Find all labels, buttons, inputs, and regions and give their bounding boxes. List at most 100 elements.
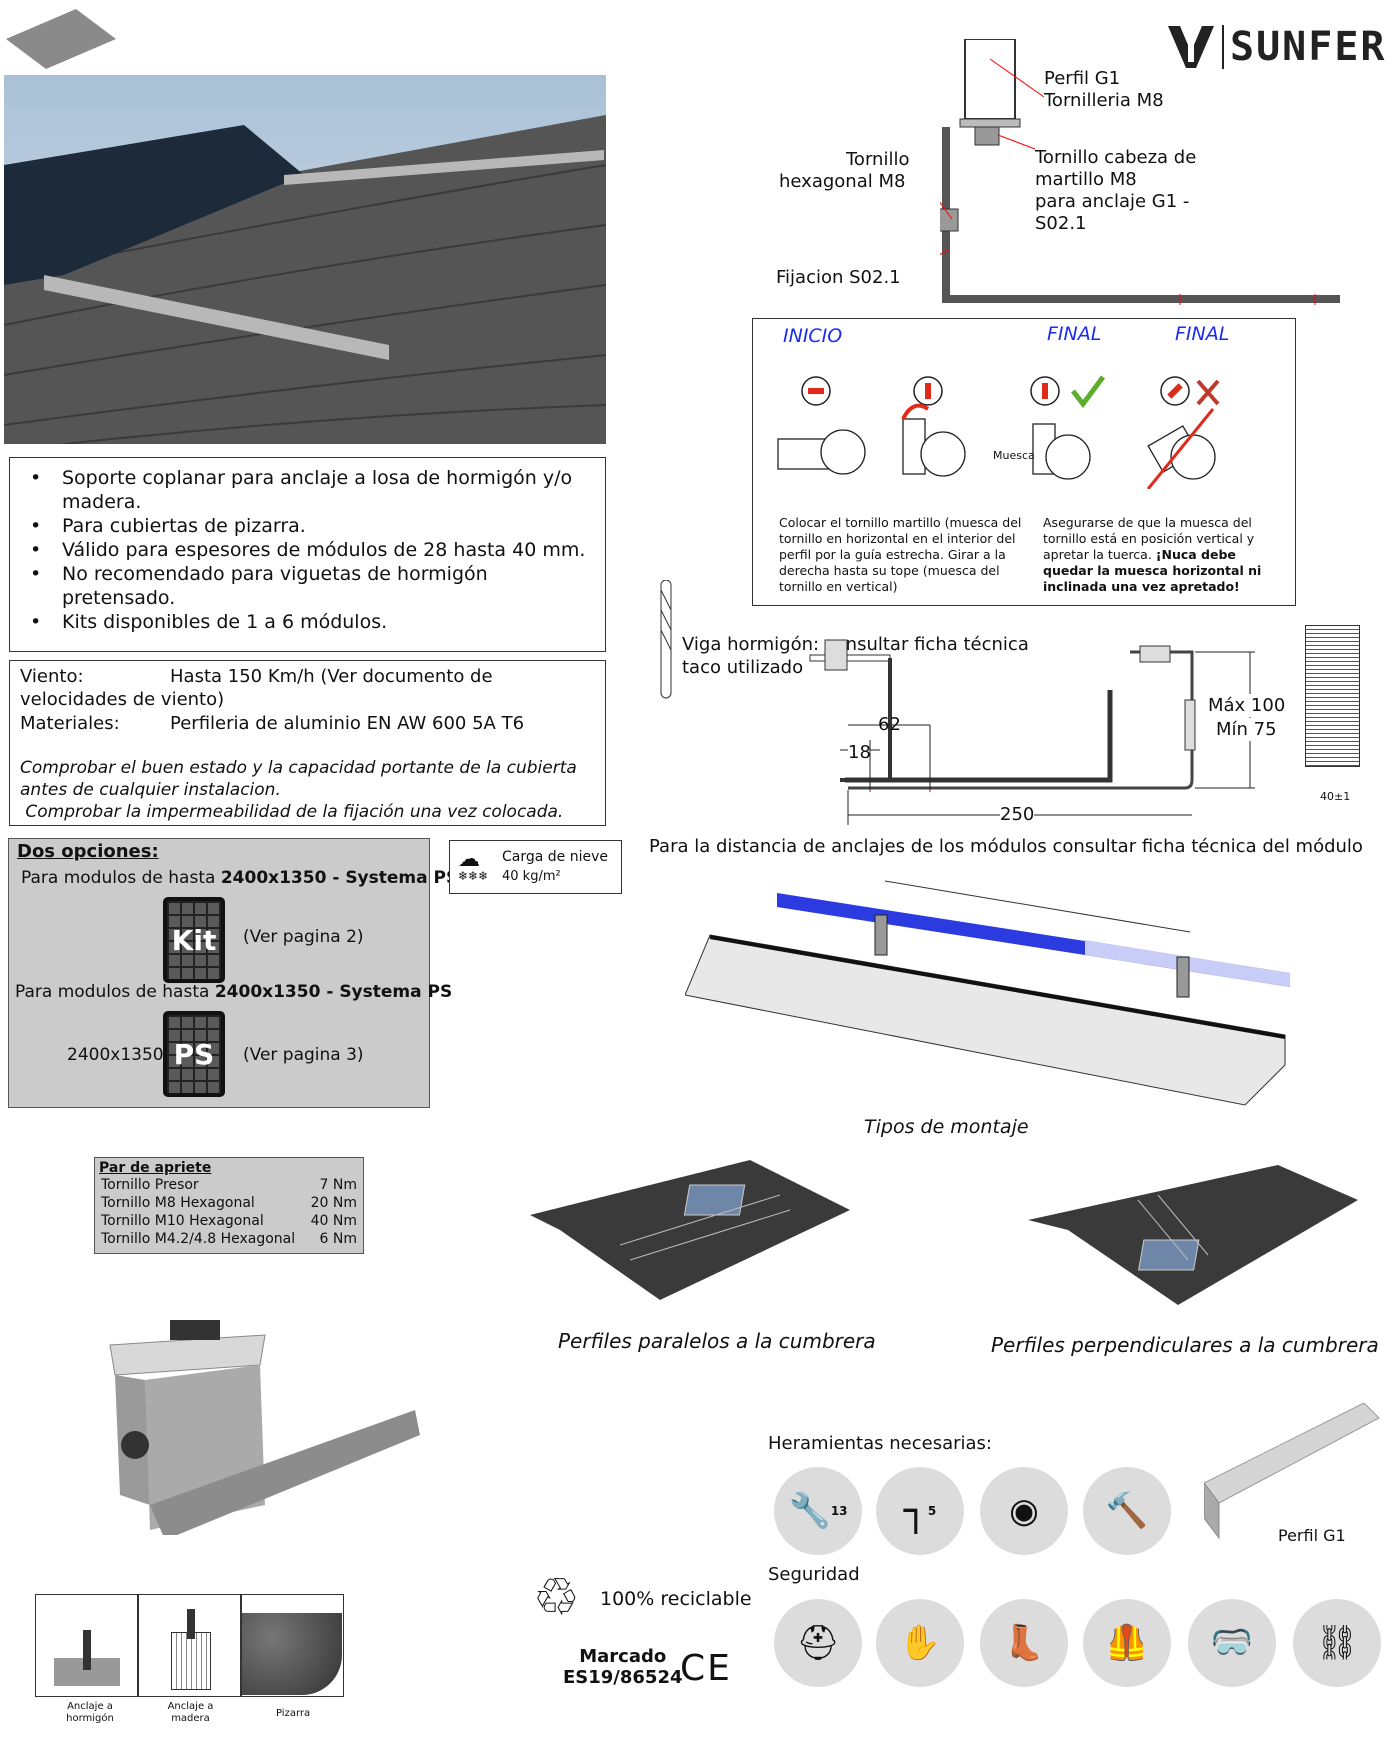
snow-value: 40 kg/m² [502,869,561,884]
snow-load-box: ☁ ❄❄❄ Carga de nieve 40 kg/m² [449,840,622,894]
perpendicular-mount-roof-image [1028,1165,1358,1305]
tape-measure-icon: ◉ [980,1467,1068,1555]
note-line-2: antes de cualquier instalacion. [20,780,281,800]
safety-goggles-icon: 🥽 [1188,1599,1276,1687]
feature-item: Kits disponibles de 1 a 6 módulos. [16,610,599,634]
note-line-1: Comprobar el buen estado y la capacidad … [20,758,577,778]
hammer-bolt-instructions: INICIO FINAL FINAL Muesca Colocar el tor… [752,318,1296,606]
drill-note-2: taco utilizado [682,657,804,678]
mounting-section-diagram [685,880,1290,1106]
wind-value: Hasta 150 Km/h (Ver documento de [170,666,493,687]
torque-value: 20 Nm [310,1195,357,1211]
torque-title: Par de apriete [99,1160,212,1176]
bracket-dimension-drawing [809,639,1113,783]
label-hammer-4: S02.1 [1035,213,1087,234]
torque-value: 6 Nm [319,1231,357,1247]
kit-label: Kit [171,923,217,957]
anchor-label-concrete: Anclaje a hormigón [66,1701,114,1724]
recycle-icon: ♲ [533,1568,580,1628]
ps-label: PS [173,1037,215,1071]
dim-max: Máx 100 [1208,694,1286,717]
bolt-orientation-icons [777,375,1220,489]
options-title: Dos opciones: [17,841,159,862]
materials-value: Perfileria de aluminio EN AW 600 5A T6 [170,713,525,734]
label-fijacion: Fijacion S02.1 [776,267,901,288]
ce-mark-logo: CE [680,1648,732,1689]
kit-panel-icon: Kit [163,897,225,983]
slate-roof-image [241,1594,344,1697]
torque-item: Tornillo Presor [101,1177,199,1193]
torque-table: Par de apriete Tornillo Presor 7 Nm Torni… [94,1157,364,1254]
distance-note: Para la distancia de anclajes de los mód… [649,836,1363,857]
label-perfil-g1: Perfil G1 [1044,68,1121,89]
table-row: Tornillo M10 Hexagonal 40 Nm [99,1212,359,1230]
materials-label: Materiales: [20,713,120,734]
anchor-label-slate: Pizarra [276,1708,311,1719]
anchor-concrete-image [35,1594,138,1697]
ps-panel-icon: PS [163,1011,225,1097]
drill-icon: 🔨 [1083,1467,1171,1555]
final-heading-wrong: FINAL [1175,323,1230,345]
helmet-icon: ⛑ [774,1599,862,1687]
torque-item: Tornillo M4.2/4.8 Hexagonal [101,1231,296,1247]
safety-title: Seguridad [768,1564,860,1585]
feature-item: No recomendado para viguetas de hormigón… [16,562,599,610]
bracket-side-drawing [840,645,1255,825]
allen-key-icon: ┐5 [876,1467,964,1555]
options-box: Dos opciones: Para modulos de hasta 2400… [8,838,458,1108]
wrench-icon: 🔧13 [774,1467,862,1555]
label-tornillo-hex-2: hexagonal M8 [779,171,906,192]
ps-size: 2400x1350 [67,1045,164,1065]
dim-18: 18 [848,742,871,763]
label-tornillo-hex-1: Tornillo [846,149,910,170]
torque-value: 40 Nm [310,1213,357,1229]
instruction-left-text: Colocar el tornillo martillo (muesca del… [779,515,1022,594]
torque-item: Tornillo M8 Hexagonal [101,1195,255,1211]
recyclable-text: 100% reciclable [600,1588,752,1610]
perfil-g1-label: Perfil G1 [1278,1526,1346,1545]
boots-icon: 👢 [980,1599,1068,1687]
label-hammer-1: Tornillo cabeza de [1035,147,1197,168]
sunfer-logo: SUNFER [1166,22,1387,72]
features-box: Soporte coplanar para anclaje a losa de … [9,457,606,652]
dim-62: 62 [878,714,901,735]
snow-label: Carga de nieve [502,849,609,865]
tools-title: Heramientas necesarias: [768,1433,992,1454]
harness-icon: ⛓ [1293,1599,1381,1687]
slate-tile-icon [6,9,116,69]
anchor-label-wood: Anclaje a madera [167,1701,214,1724]
dim-width: 40±1 [1320,790,1351,803]
feature-item: Válido para espesores de módulos de 28 h… [16,538,599,562]
torque-value: 7 Nm [319,1177,357,1193]
drill-note-1: Viga hormigón: consultar ficha técnica [682,634,1029,655]
allen-size: 5 [927,1504,937,1518]
safety-vest-icon: 🦺 [1083,1599,1171,1687]
option-2-text: Para modulos de hasta 2400x1350 - System… [15,982,453,1002]
perpendicular-caption: Perfiles perpendiculares a la cumbrera [991,1333,1379,1357]
label-hammer-2: martillo M8 [1035,169,1137,190]
instruction-right-text: Asegurarse de que la muesca del tornillo… [1043,515,1262,594]
ce-line-1: Marcado [579,1646,667,1667]
anchor-wood-image [138,1594,241,1697]
snowflake-icon: ❄❄❄ [458,869,489,883]
bracket-front-view [1305,625,1360,767]
roof-installation-photo [4,75,606,444]
parallel-mount-roof-image [530,1160,850,1300]
kit-ref: (Ver pagina 2) [243,927,364,947]
feature-item: Para cubiertas de pizarra. [16,514,599,538]
parallel-caption: Perfiles paralelos a la cumbrera [558,1329,876,1353]
logo-text: SUNFER [1230,24,1387,70]
profile-assembly-drawing [940,39,1340,305]
torque-item: Tornillo M10 Hexagonal [101,1213,264,1229]
note-line-3: Comprobar la impermeabilidad de la fijac… [20,802,564,822]
perfil-g1-render [1204,1403,1380,1540]
drill-bit-icon [660,580,672,699]
final-heading-ok: FINAL [1047,323,1102,345]
specs-box: Viento: Hasta 150 Km/h (Ver documento de… [9,660,606,826]
ce-marking: Marcado ES19/86524 [563,1646,683,1688]
option-1-text: Para modulos de hasta 2400x1350 - System… [21,868,459,888]
logo-mark-icon [1168,22,1214,68]
snow-cloud-icon: ☁ [458,847,480,872]
dim-min: Mín 75 [1216,718,1277,741]
inicio-heading: INICIO [783,325,843,347]
